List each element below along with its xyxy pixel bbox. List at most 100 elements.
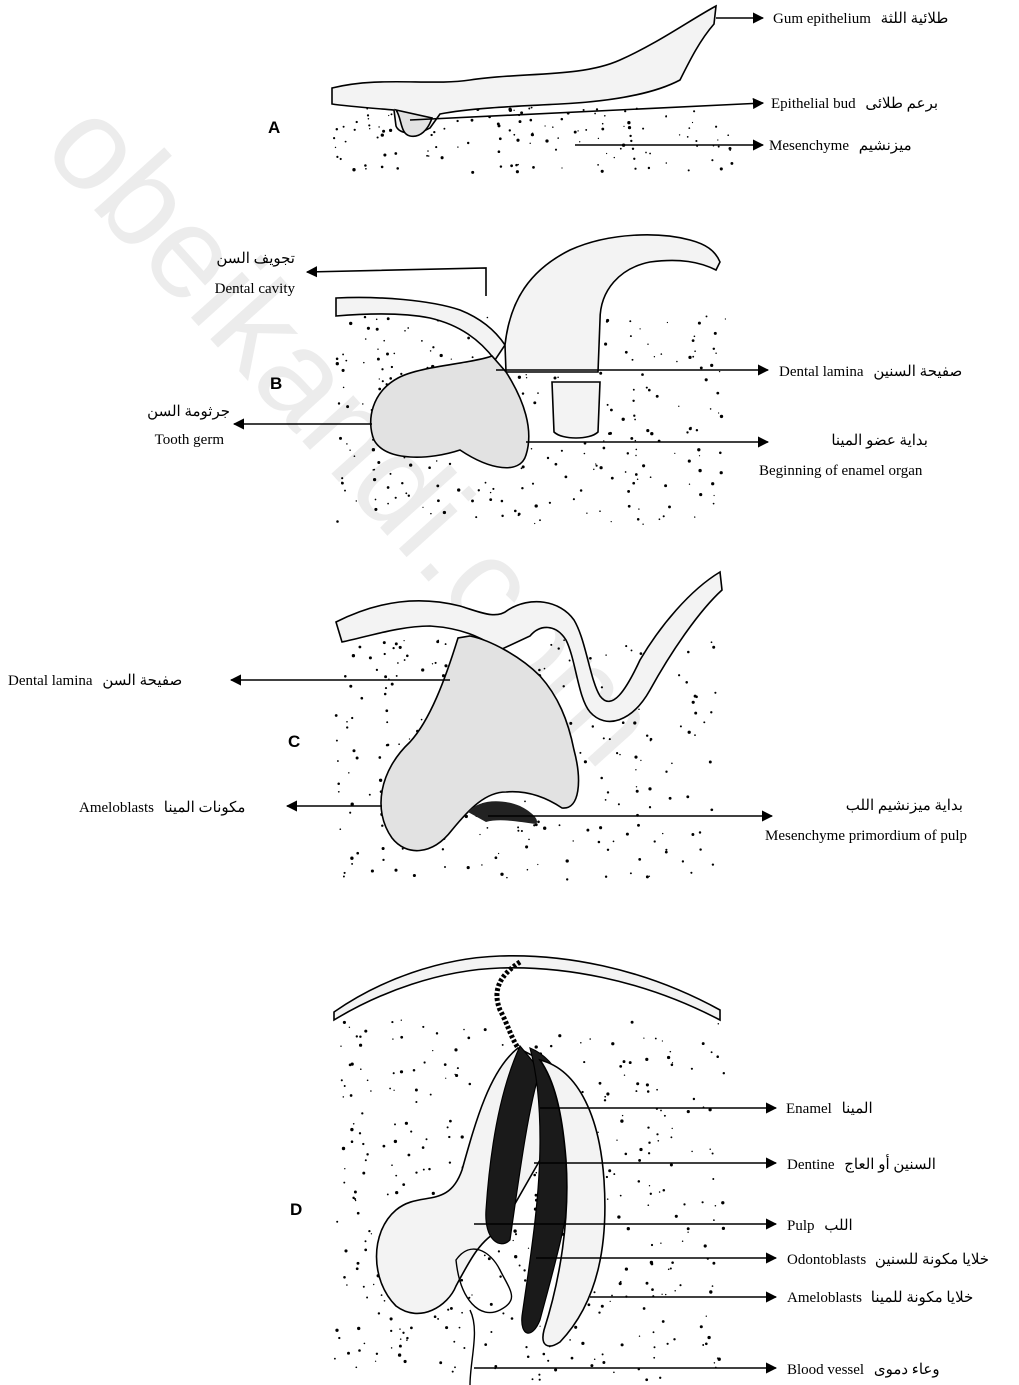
mesenchyme-dot — [348, 772, 349, 773]
mesenchyme-dot — [403, 640, 404, 641]
mesenchyme-dot — [444, 866, 446, 868]
mesenchyme-dot — [662, 833, 663, 834]
mesenchyme-dot — [357, 1327, 360, 1330]
mesenchyme-dot — [445, 1326, 448, 1329]
mesenchyme-dot — [598, 1132, 599, 1133]
mesenchyme-dot — [627, 490, 630, 493]
mesenchyme-dot — [699, 455, 700, 456]
mesenchyme-dot — [610, 409, 613, 412]
mesenchyme-dot — [636, 1082, 639, 1085]
mesenchyme-dot — [445, 643, 447, 645]
mesenchyme-dot — [632, 359, 634, 361]
mesenchyme-dot — [381, 824, 383, 826]
mesenchyme-dot — [489, 498, 492, 501]
mesenchyme-dot — [347, 1352, 350, 1355]
mesenchyme-dot — [642, 464, 645, 467]
mesenchyme-dot — [594, 113, 596, 115]
mesenchyme-dot — [376, 1353, 378, 1355]
mesenchyme-dot — [359, 1132, 361, 1134]
mesenchyme-dot — [436, 484, 439, 487]
mesenchyme-dot — [498, 1250, 500, 1252]
mesenchyme-dot — [532, 134, 534, 136]
panel-c-letter: C — [288, 732, 300, 751]
mesenchyme-dot — [614, 157, 615, 158]
mesenchyme-dot — [432, 1050, 433, 1051]
mesenchyme-dot — [607, 1198, 609, 1200]
mesenchyme-dot — [636, 786, 637, 787]
mesenchyme-dot — [533, 1174, 536, 1177]
mesenchyme-dot — [698, 469, 701, 472]
mesenchyme-dot — [469, 1083, 472, 1086]
label-gum-epithelium: Gum epithelium طلائية اللثة — [773, 11, 948, 27]
mesenchyme-dot — [517, 164, 518, 165]
mesenchyme-dot — [345, 141, 347, 143]
mesenchyme-dot — [365, 1240, 367, 1242]
mesenchyme-dot — [606, 153, 607, 154]
mesenchyme-dot — [629, 135, 631, 137]
mesenchyme-dot — [625, 645, 627, 647]
mesenchyme-dot — [631, 649, 633, 651]
mesenchyme-dot — [407, 327, 409, 329]
mesenchyme-dot — [435, 146, 437, 148]
mesenchyme-dot — [484, 1255, 486, 1257]
mesenchyme-dot — [613, 1173, 615, 1175]
mesenchyme-dot — [522, 392, 524, 394]
mesenchyme-dot — [640, 760, 641, 761]
mesenchyme-dot — [690, 872, 692, 874]
mesenchyme-dot — [698, 322, 701, 325]
mesenchyme-dot — [382, 847, 385, 850]
mesenchyme-dot — [700, 366, 703, 369]
mesenchyme-dot — [390, 1330, 392, 1332]
mesenchyme-dot — [666, 162, 668, 164]
mesenchyme-dot — [478, 489, 480, 491]
mesenchyme-dot — [689, 484, 690, 485]
mesenchyme-dot — [376, 319, 378, 321]
mesenchyme-dot — [475, 516, 477, 518]
mesenchyme-dot — [521, 830, 523, 832]
mesenchyme-dot — [373, 469, 375, 471]
mesenchyme-dot — [484, 1343, 487, 1346]
mesenchyme-dot — [719, 371, 720, 372]
mesenchyme-dot — [336, 740, 338, 742]
mesenchyme-dot — [642, 128, 644, 130]
mesenchyme-dot — [526, 377, 527, 378]
mesenchyme-dot — [687, 1227, 690, 1230]
mesenchyme-dot — [720, 415, 723, 418]
mesenchyme-dot — [343, 1096, 345, 1098]
mesenchyme-dot — [430, 350, 432, 352]
mesenchyme-dot — [376, 669, 378, 671]
panel-a-letter: A — [268, 118, 280, 137]
mesenchyme-dot — [427, 150, 429, 152]
mesenchyme-dot — [569, 1339, 571, 1341]
mesenchyme-dot — [583, 109, 585, 111]
mesenchyme-dot — [356, 1267, 359, 1270]
mesenchyme-dot — [648, 1141, 650, 1143]
mesenchyme-dot — [447, 1126, 449, 1128]
mesenchyme-dot — [524, 1279, 526, 1281]
mesenchyme-dot — [557, 137, 559, 139]
mesenchyme-dot — [509, 129, 511, 131]
mesenchyme-dot — [385, 709, 388, 712]
mesenchyme-dot — [613, 1372, 615, 1374]
mesenchyme-dot — [727, 134, 729, 136]
mesenchyme-dot — [369, 794, 371, 796]
mesenchyme-dot — [333, 137, 335, 139]
mesenchyme-dot — [712, 1262, 715, 1265]
mesenchyme-dot — [336, 362, 339, 365]
mesenchyme-dot — [451, 358, 452, 359]
mesenchyme-dot — [432, 1192, 435, 1195]
mesenchyme-dot — [529, 143, 530, 144]
mesenchyme-dot — [461, 1312, 463, 1314]
mesenchyme-dot — [460, 1279, 463, 1282]
mesenchyme-dot — [338, 791, 340, 793]
mesenchyme-dot — [558, 647, 560, 649]
mesenchyme-dot — [554, 377, 557, 380]
mesenchyme-dot — [709, 761, 712, 764]
mesenchyme-dot — [620, 1195, 622, 1197]
mesenchyme-dot — [714, 495, 715, 496]
mesenchyme-dot — [384, 1300, 386, 1302]
mesenchyme-dot — [619, 1282, 622, 1285]
mesenchyme-dot — [358, 1349, 361, 1352]
mesenchyme-dot — [625, 351, 628, 354]
